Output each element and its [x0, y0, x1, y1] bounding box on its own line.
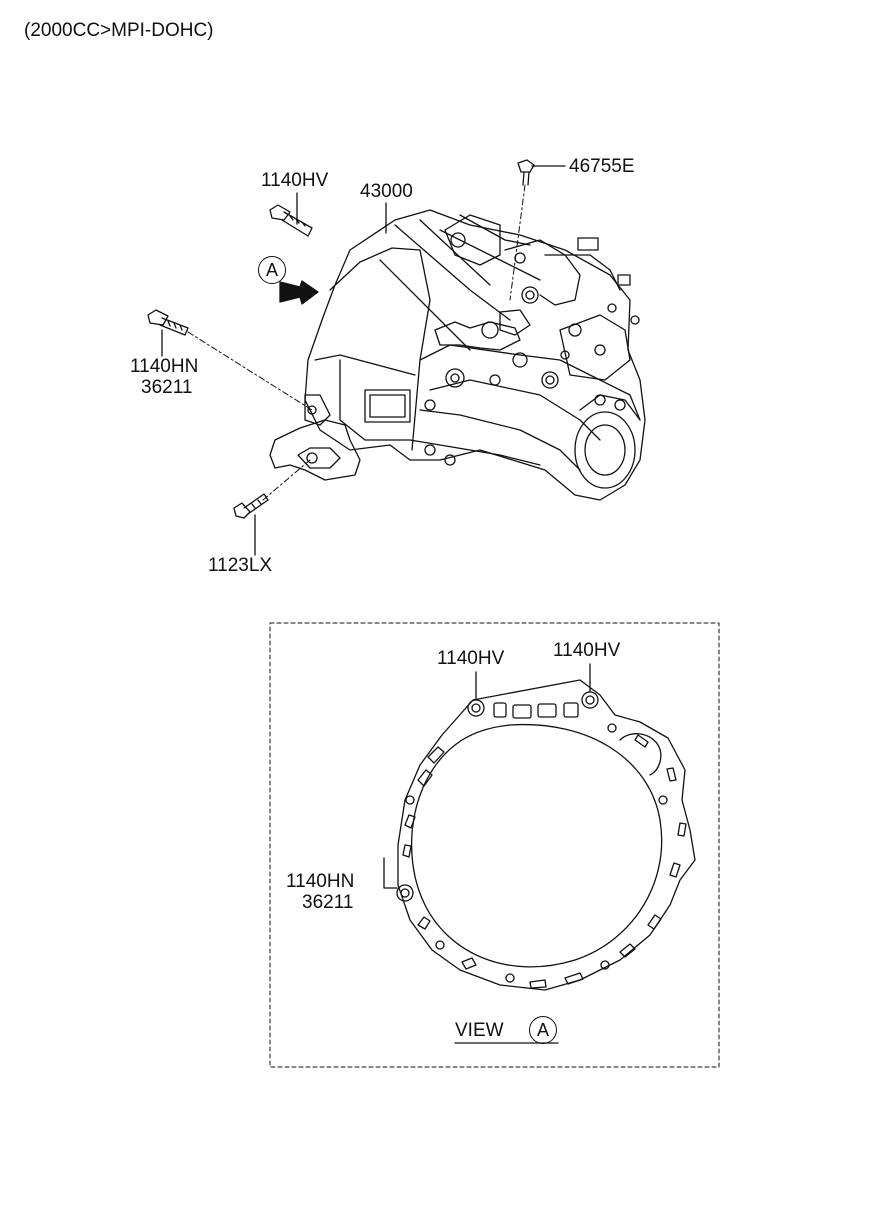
plug-icon [517, 159, 535, 186]
leader-lines [161, 165, 566, 556]
view-hole-top-left-label: 1140HV [437, 648, 505, 669]
callout-bolt-side-a: 1140HN [130, 356, 199, 377]
callout-bolt-side-b: 36211 [141, 377, 193, 398]
engine-spec-label: (2000CC>MPI-DOHC) [24, 20, 214, 41]
view-marker-circle: A [258, 256, 286, 284]
callout-transaxle: 43000 [360, 181, 413, 202]
gasket-plate [396, 679, 696, 991]
view-title-marker: A [529, 1016, 557, 1044]
transaxle-assembly [269, 209, 646, 501]
view-title: VIEW [455, 1020, 504, 1041]
view-hole-left-b: 36211 [302, 892, 354, 913]
bolt-top-icon [269, 204, 313, 237]
bolt-side-icon [147, 309, 189, 336]
view-hole-left-label: 1140HN 36211 [286, 871, 354, 913]
view-panel-frame [269, 622, 720, 1068]
callout-bolt-top: 1140HV [261, 170, 329, 191]
view-hole-top-right-label: 1140HV [553, 640, 621, 661]
callout-bolt-side: 1140HN 36211 [130, 356, 198, 398]
callout-plug: 46755E [569, 156, 635, 177]
callout-bolt-bottom: 1123LX [208, 555, 273, 576]
view-leader-lines [383, 663, 591, 889]
view-hole-left-a: 1140HN [286, 871, 355, 892]
bolt-bottom-icon [233, 493, 269, 519]
view-direction-arrow [279, 280, 319, 305]
